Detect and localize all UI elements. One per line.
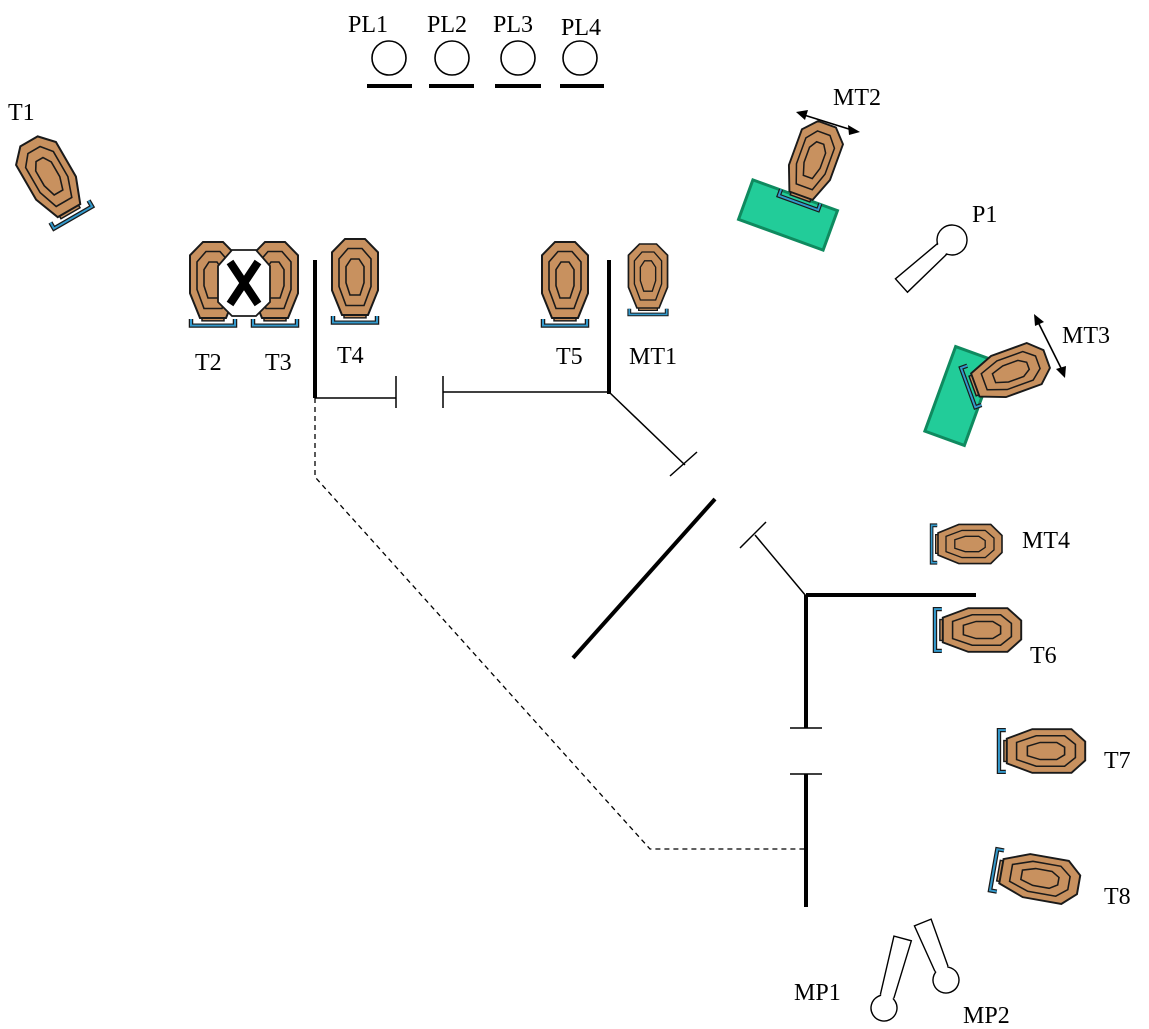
no-shoot-x-stroke: [226, 259, 262, 307]
pepper-popper-icon: [913, 918, 960, 994]
port-edge: [739, 521, 767, 549]
arrow-head: [848, 125, 860, 135]
label-mp2: MP2: [963, 1003, 1010, 1029]
plate-pl4: PL4: [560, 15, 604, 88]
label-t1: T1: [8, 100, 35, 126]
arrow-head: [1056, 366, 1066, 378]
plate-pl1: PL1: [348, 12, 412, 88]
label-t8: T8: [1104, 884, 1131, 910]
target-t7: T7: [999, 729, 1131, 774]
target-mt3: MT3: [922, 314, 1110, 448]
popper-plate-icon: [434, 40, 470, 76]
label-t3: T3: [265, 350, 292, 376]
target-mt4: MT4: [929, 522, 1070, 566]
target-t5: T5: [542, 242, 588, 370]
target-t3: T3: [252, 242, 298, 376]
label-pl3: PL3: [493, 12, 533, 38]
label-mt3: MT3: [1062, 323, 1110, 349]
no-shoot: [217, 249, 271, 317]
wall-diagonal: [571, 497, 717, 660]
arrow-head: [1034, 314, 1044, 326]
target-t1: T1: [8, 100, 93, 229]
pepper-popper-icon: [894, 224, 968, 294]
steel-target-icon: [9, 130, 93, 229]
steel-target-icon: [626, 242, 670, 317]
double-arrow-icon: [1037, 321, 1063, 371]
target-t6: T6: [935, 608, 1057, 669]
popper-p1: P1: [894, 202, 997, 294]
label-pl2: PL2: [427, 12, 467, 38]
steel-target-icon: [332, 239, 378, 323]
label-mt4: MT4: [1022, 528, 1070, 554]
steel-target-icon: [990, 848, 1083, 906]
label-mp1: MP1: [794, 980, 841, 1006]
label-t6: T6: [1030, 643, 1057, 669]
label-pl1: PL1: [348, 12, 388, 38]
plate-pl2: PL2: [427, 12, 474, 88]
moving-target-base-icon: [736, 177, 840, 253]
popper-plate-icon: [562, 40, 598, 76]
target-t4: T4: [332, 239, 378, 369]
popper-mp1: MP1: [794, 935, 913, 1022]
label-p1: P1: [972, 202, 997, 228]
plate-pl3: PL3: [493, 12, 541, 88]
target-t8: T8: [990, 848, 1131, 910]
label-mt2: MT2: [833, 85, 881, 111]
pepper-popper-icon: [870, 935, 913, 1022]
label-pl4: PL4: [561, 15, 601, 41]
steel-target-icon: [935, 608, 1021, 652]
steel-target-icon: [999, 729, 1085, 773]
fault-line: [608, 391, 686, 466]
label-t2: T2: [195, 350, 222, 376]
popper-plate-icon: [371, 40, 407, 76]
steel-target-icon: [929, 522, 1004, 566]
arrow-head: [796, 110, 808, 120]
dashed-boundary: [314, 398, 806, 850]
port-edge: [669, 451, 698, 477]
double-arrow-icon: [803, 114, 853, 131]
target-mt1: MT1: [626, 242, 677, 370]
label-t7: T7: [1104, 748, 1131, 774]
steel-target-icon: [542, 242, 588, 326]
walls: [313, 260, 976, 907]
popper-mp2: MP2: [913, 918, 1010, 1029]
label-t4: T4: [337, 343, 364, 369]
label-t5: T5: [556, 344, 583, 370]
target-t2: T2: [190, 242, 236, 376]
fault-line: [754, 534, 807, 597]
target-mt2: MT2: [736, 85, 881, 253]
popper-plate-icon: [500, 40, 536, 76]
label-mt1: MT1: [629, 344, 677, 370]
plate-rack: PL1 PL2 PL3 PL4: [348, 12, 604, 88]
